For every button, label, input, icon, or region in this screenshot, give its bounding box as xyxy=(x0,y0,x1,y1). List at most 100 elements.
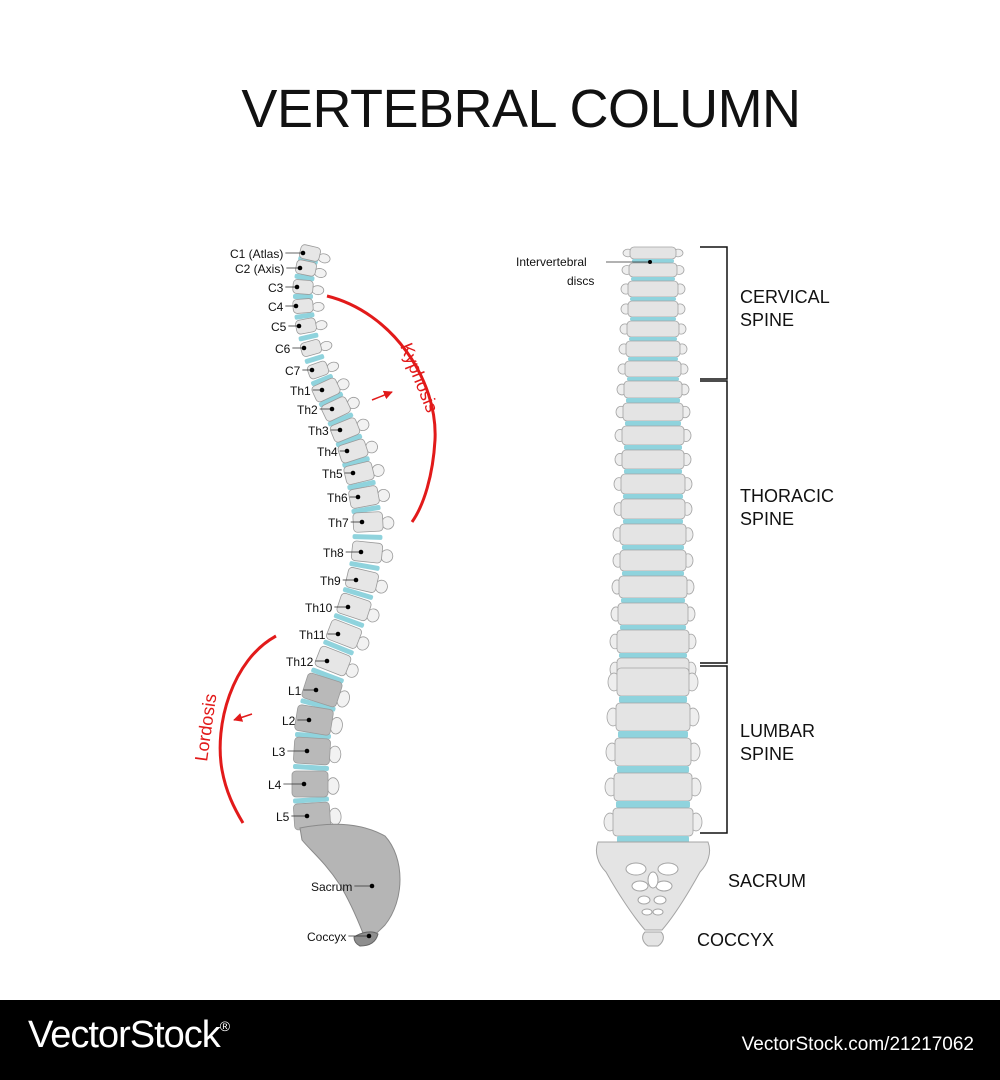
brand-name: VectorStock xyxy=(28,1014,221,1056)
frontal-vertebra xyxy=(606,702,700,732)
disc xyxy=(333,613,365,628)
lordosis-arrow xyxy=(233,713,253,722)
vertebra xyxy=(301,672,350,708)
frontal-vertebra xyxy=(614,449,692,470)
vertebra-label: Th6 xyxy=(327,491,348,505)
label-dot xyxy=(353,577,359,583)
frontal-disc xyxy=(630,317,676,321)
vertebra-label: Th11 xyxy=(299,628,326,642)
vertebra-label: Th1 xyxy=(290,384,311,398)
vertebra-label: Th12 xyxy=(286,655,314,669)
vertebra xyxy=(293,801,342,831)
vertebra xyxy=(326,619,370,651)
registered-mark: ® xyxy=(219,1018,230,1034)
vertebra-label: Th4 xyxy=(317,445,338,459)
disc xyxy=(342,456,370,468)
frontal-disc xyxy=(630,297,676,301)
label-dot xyxy=(304,748,310,754)
coccyx-label: COCCYX xyxy=(697,930,774,950)
label-dot xyxy=(293,303,299,309)
brand-logo: VectorStock® xyxy=(28,1014,230,1057)
vertebra-label: C5 xyxy=(271,320,287,334)
label-dot xyxy=(358,549,364,555)
cervical-label-line2: SPINE xyxy=(740,310,794,330)
label-dot xyxy=(350,470,356,476)
frontal-disc xyxy=(616,801,690,808)
disc xyxy=(298,332,319,342)
disc xyxy=(294,312,315,320)
disc xyxy=(327,412,354,427)
frontal-disc xyxy=(627,377,679,381)
region-brackets xyxy=(700,246,728,834)
sacrum-label: SACRUM xyxy=(728,871,806,891)
label-dot xyxy=(324,658,330,664)
frontal-disc xyxy=(620,625,686,630)
label-dot xyxy=(355,494,361,500)
label-dot xyxy=(301,781,307,787)
vertebra-label: C6 xyxy=(275,342,291,356)
frontal-vertebra xyxy=(620,300,686,318)
vertebra xyxy=(292,298,325,314)
frontal-vertebra xyxy=(620,280,686,298)
frontal-vertebra xyxy=(613,473,693,495)
lordosis-label: Lordosis xyxy=(191,692,220,762)
frontal-disc xyxy=(617,766,689,773)
disc xyxy=(342,587,374,600)
disc xyxy=(311,667,344,684)
label-dot xyxy=(335,631,341,637)
frontal-disc xyxy=(624,445,682,450)
frontal-vertebra xyxy=(614,425,692,446)
lumbar-label-line1: LUMBAR xyxy=(740,721,815,741)
thoracic-label-line1: THORACIC xyxy=(740,486,834,506)
lateral-spine-illustration: C1 (Atlas)C2 (Axis)C3C4C5C6C7Th1Th2Th3Th… xyxy=(230,244,401,947)
vertebra-label: Th2 xyxy=(297,403,318,417)
frontal-disc xyxy=(623,519,683,524)
disc xyxy=(292,796,330,804)
frontal-vertebra xyxy=(612,549,694,572)
frontal-disc xyxy=(619,696,687,703)
frontal-disc xyxy=(628,357,678,361)
vertebra-label: Th10 xyxy=(305,601,333,615)
frontal-vertebra xyxy=(622,246,684,260)
label-dot xyxy=(369,883,375,889)
frontal-vertebra xyxy=(609,629,697,654)
label-dot xyxy=(309,367,315,373)
thoracic-label-line2: SPINE xyxy=(740,509,794,529)
disc xyxy=(294,273,315,282)
kyphosis-label: Kyphosis xyxy=(396,340,442,415)
cervical-label-line1: CERVICAL xyxy=(740,287,830,307)
vertebra-label: C3 xyxy=(268,281,284,295)
vertebra-label: Sacrum xyxy=(311,880,352,894)
label-dot xyxy=(313,687,319,693)
vertebra xyxy=(336,592,380,623)
vertebra xyxy=(300,339,333,357)
frontal-disc xyxy=(618,731,688,738)
disc xyxy=(300,698,336,712)
label-dot xyxy=(344,448,350,454)
disc xyxy=(323,639,354,656)
vertebra xyxy=(329,417,370,443)
vertebra-label: L4 xyxy=(268,778,282,792)
frontal-disc xyxy=(622,571,684,576)
vertebra-label: Coccyx xyxy=(307,930,346,944)
frontal-vertebra xyxy=(619,320,687,338)
vertebra xyxy=(343,461,385,485)
disc-label-line1: Intervertebral xyxy=(516,255,587,269)
vertebra-label: C1 (Atlas) xyxy=(230,247,283,261)
vertebra-label: Th9 xyxy=(320,574,341,588)
frontal-vertebra xyxy=(611,575,695,599)
frontal-vertebra xyxy=(604,772,702,802)
vertebra-label: L5 xyxy=(276,810,290,824)
coccyx-shape xyxy=(353,931,379,947)
label-dot xyxy=(345,604,351,610)
vertebra xyxy=(291,770,340,798)
frontal-vertebra xyxy=(615,402,691,422)
frontal-coccyx-shape xyxy=(642,931,664,947)
frontal-vertebra xyxy=(617,360,689,378)
disc xyxy=(351,505,381,514)
disc xyxy=(292,764,330,771)
vertebra xyxy=(292,279,325,296)
kyphosis-curve xyxy=(326,294,437,523)
frontal-vertebra xyxy=(605,737,701,767)
disc xyxy=(335,433,363,448)
